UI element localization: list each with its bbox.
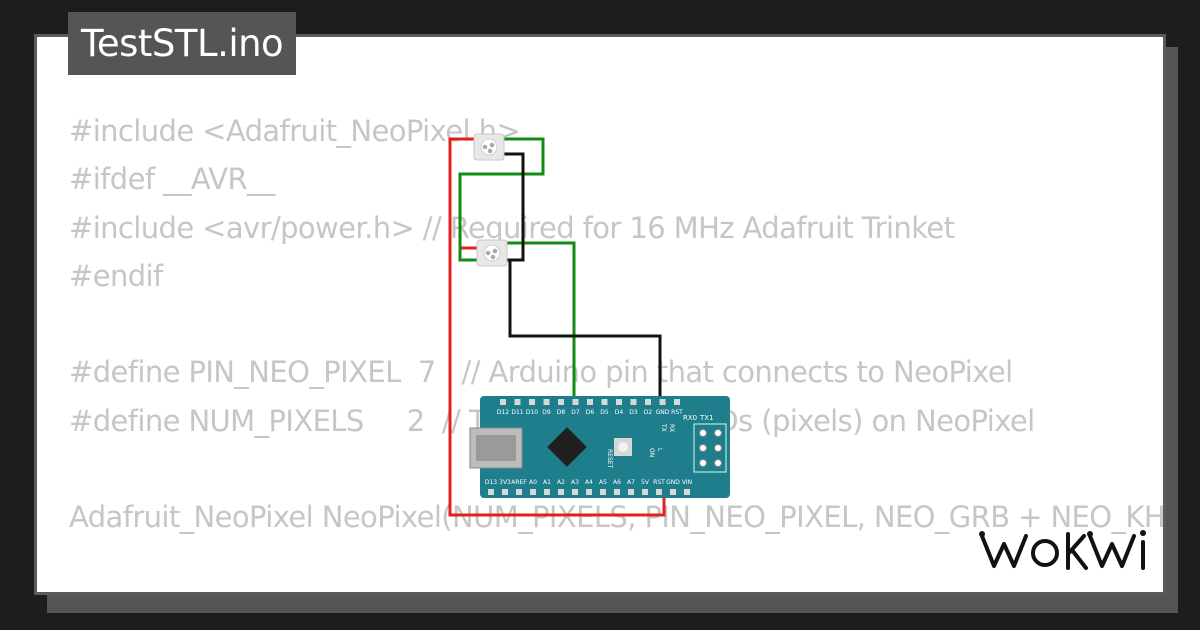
code-line: #endif [69,258,163,293]
code-line [69,300,1163,348]
code-line: #include <avr/power.h> // Required for 1… [69,210,955,245]
file-title: TestSTL.ino [68,12,297,75]
code-line [69,445,1163,493]
code-line: #define PIN_NEO_PIXEL 7 // Arduino pin t… [69,355,1013,390]
code-line: int delayval = 1000; [69,590,1163,592]
code-line: #ifdef __AVR__ [69,162,275,197]
preview-card: #include <Adafruit_NeoPixel.h> #ifdef __A… [34,34,1166,595]
wokwi-logo [979,530,1146,570]
code-line: #include <Adafruit_NeoPixel.h> [69,114,521,148]
code-line: #define NUM_PIXELS 2 // The number of LE… [69,403,1035,438]
